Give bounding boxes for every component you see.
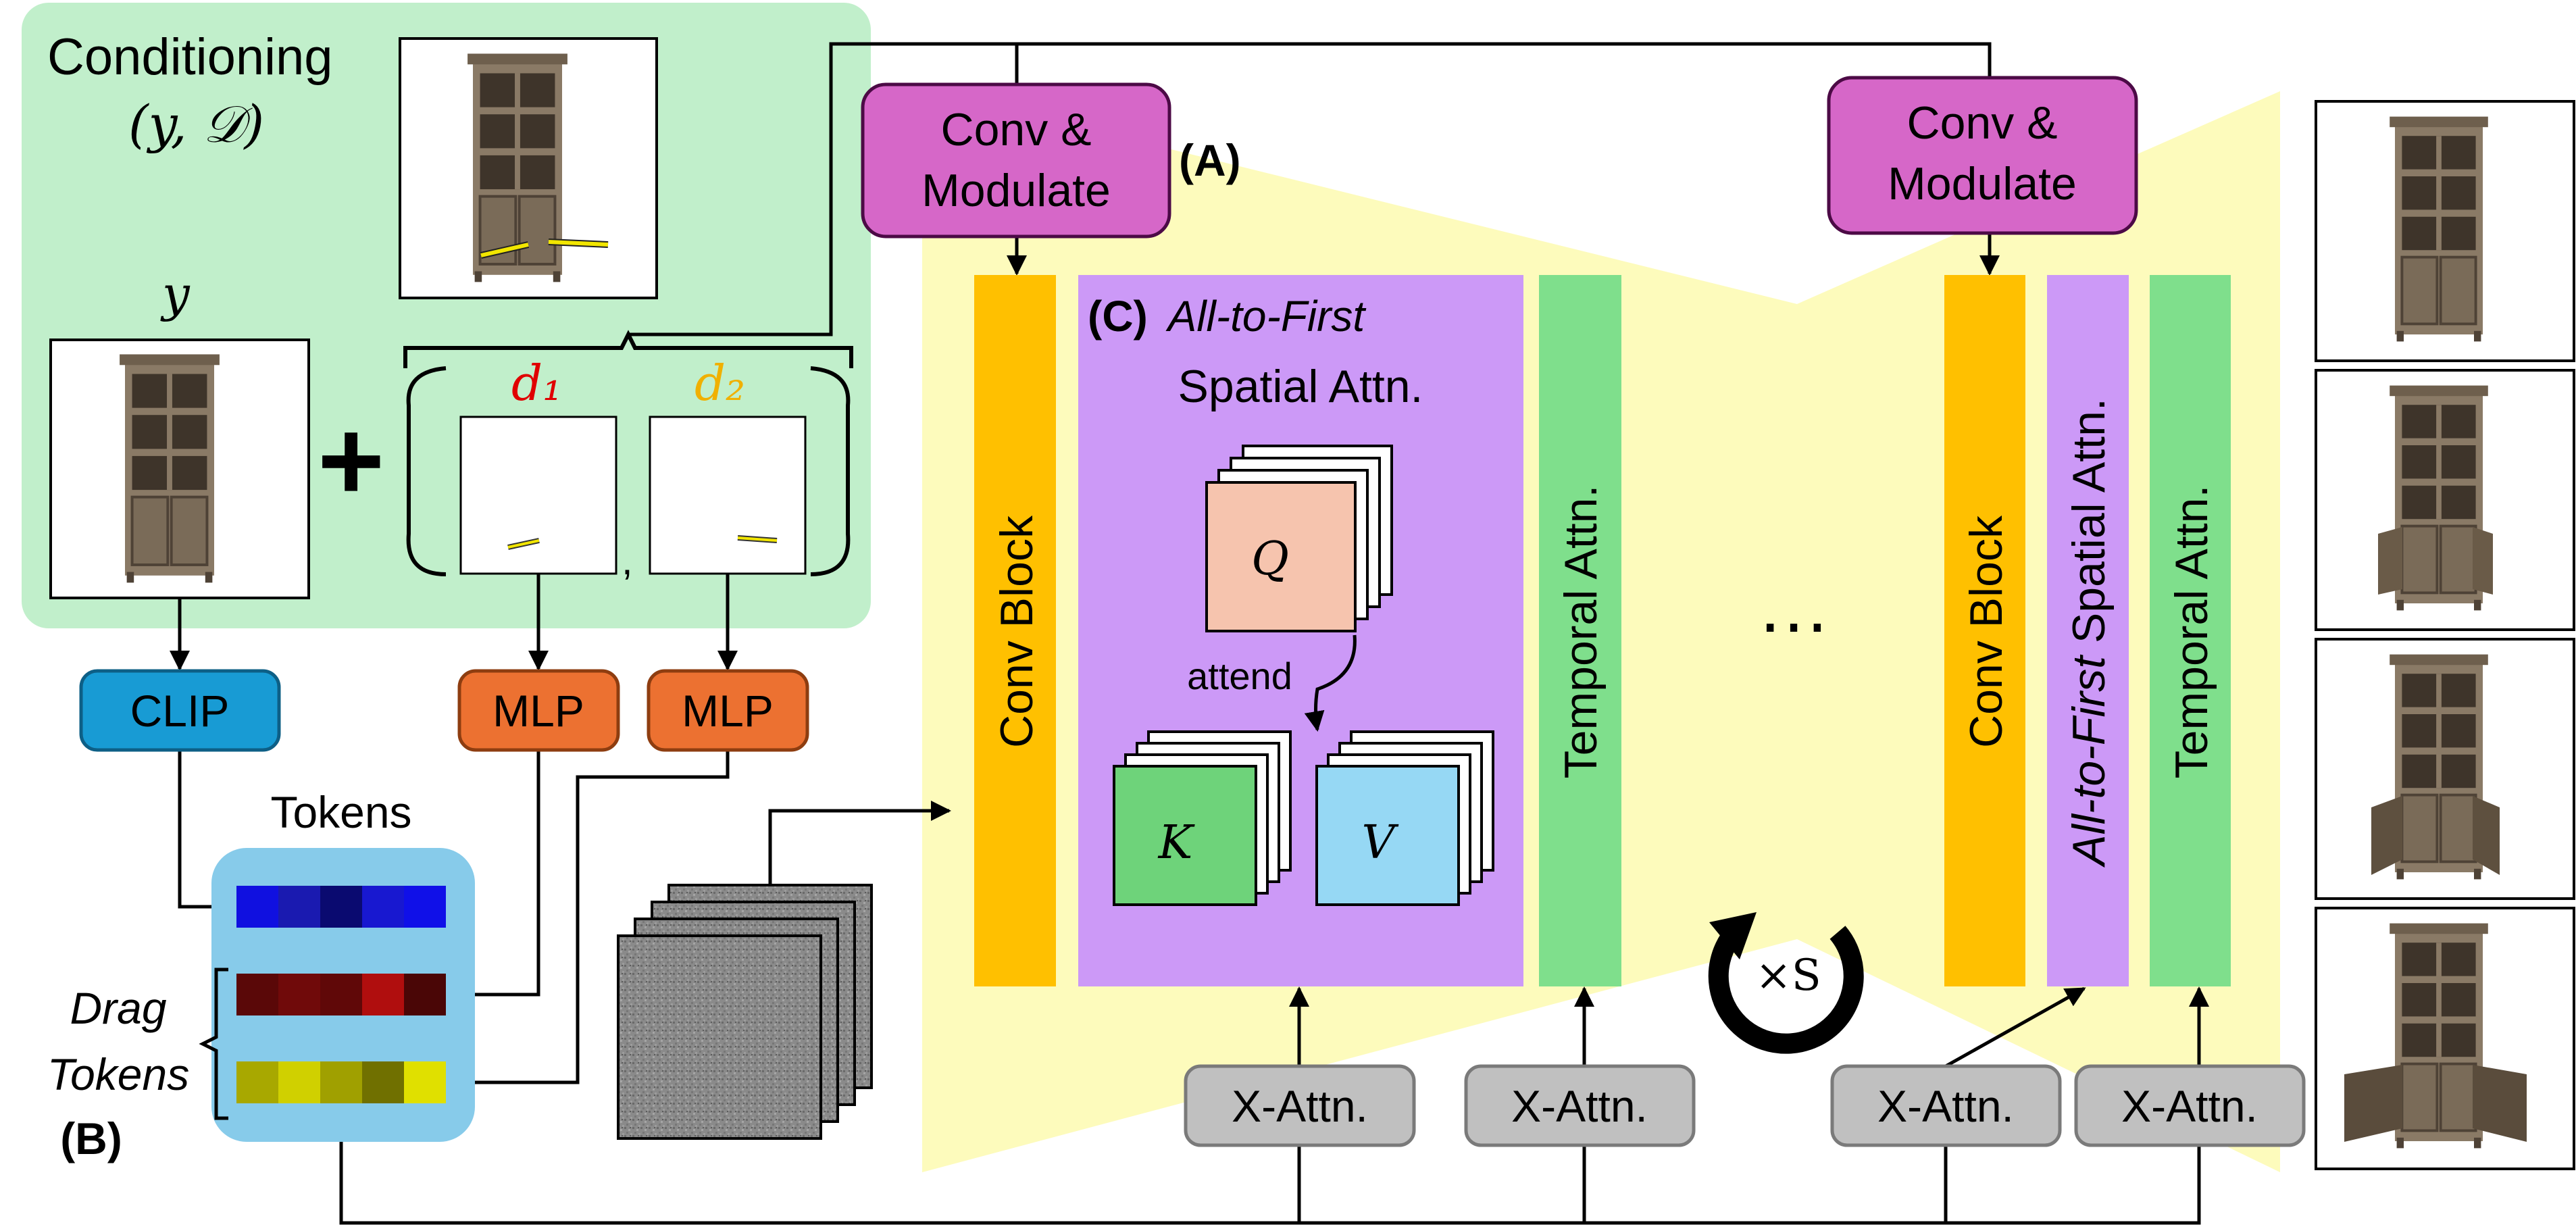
conv-block-right-label: Conv Block — [1961, 515, 2012, 748]
token-cell — [278, 1061, 320, 1103]
output-frame-4 — [2315, 907, 2575, 1170]
xattn-box-4: X-Attn. — [2074, 1064, 2306, 1147]
output-frame-2 — [2315, 369, 2575, 631]
conditioning-title: Conditioning — [47, 28, 333, 86]
cabinet-image — [120, 354, 220, 582]
conv-modulate-left-line2: Modulate — [921, 165, 1111, 216]
xattn-box-2: X-Attn. — [1464, 1064, 1696, 1147]
label-c: (C) — [1088, 292, 1148, 341]
token-row-drag-1 — [236, 974, 446, 1015]
output-frame-3 — [2315, 638, 2575, 900]
all-to-first-attn-right — [2047, 275, 2129, 986]
mlp-encoder-2: MLP — [647, 669, 809, 752]
token-cell — [278, 886, 320, 928]
xattn-label-1: X-Attn. — [1232, 1081, 1368, 1131]
token-cell — [278, 974, 320, 1015]
k-label: K — [1157, 816, 1196, 870]
xattn-box-1: X-Attn. — [1184, 1064, 1416, 1147]
attn-c-title-2: Spatial Attn. — [1178, 361, 1423, 412]
spatial-attn-right-rest: Spatial Attn. — [2063, 398, 2115, 656]
conv-modulate-left: Conv & Modulate — [861, 82, 1171, 239]
right-paren — [810, 366, 851, 576]
attend-label: attend — [1187, 655, 1292, 697]
d1-label: d₁ — [511, 355, 562, 411]
q-label: Q — [1251, 532, 1289, 586]
mlp-encoder-1: MLP — [457, 669, 620, 752]
drag-tokens-brace — [199, 968, 228, 1120]
token-cell — [320, 974, 362, 1015]
tokens-title: Tokens — [270, 787, 411, 837]
conditioning-formula: (y, 𝒟) — [128, 94, 264, 154]
xattn-label-3: X-Attn. — [1877, 1081, 2014, 1131]
v-label: V — [1361, 816, 1398, 870]
ellipsis: … — [1757, 565, 1831, 648]
loop-arrow: ×S — [1708, 912, 1864, 1054]
d2-frame — [649, 416, 807, 575]
left-paren — [406, 366, 447, 576]
query-stack: Q — [1205, 445, 1393, 632]
conv-block-left-label: Conv Block — [991, 515, 1042, 748]
conv-modulate-left-line1: Conv & — [941, 104, 1092, 155]
output-frames — [2315, 100, 2575, 1170]
token-cell — [404, 886, 446, 928]
plus-sign: + — [318, 397, 384, 525]
temporal-attn-right-label: Temporal Attn. — [2166, 485, 2217, 779]
temporal-attn-left-label: Temporal Attn. — [1555, 485, 1607, 779]
token-row-drag-2 — [236, 1061, 446, 1103]
value-stack: V — [1315, 730, 1494, 906]
d2-label: d₂ — [694, 355, 745, 411]
attn-c-title: (C) All-to-First — [1088, 292, 1366, 341]
token-cell — [362, 1061, 404, 1103]
xattn-label-2: X-Attn. — [1511, 1081, 1648, 1131]
spatial-attn-right-label: All-to-First Spatial Attn. — [2063, 398, 2115, 868]
token-cell — [236, 1061, 278, 1103]
conv-block-left — [974, 275, 1056, 986]
temporal-attn-left — [1539, 275, 1621, 986]
token-cell — [404, 974, 446, 1015]
drag-tokens-label-2: Tokens — [47, 1049, 189, 1099]
conv-block-right — [1944, 275, 2025, 986]
drag-arrow — [480, 239, 609, 259]
xattn-label-4: X-Attn. — [2121, 1081, 2258, 1131]
y-label: y — [160, 266, 191, 322]
label-b: (B) — [60, 1113, 122, 1163]
clip-label: CLIP — [130, 686, 230, 736]
loop-label: ×S — [1755, 951, 1821, 1001]
token-row-clip — [236, 886, 446, 928]
conv-modulate-right-line2: Modulate — [1888, 158, 2077, 209]
noise-latent — [617, 884, 873, 1140]
token-cell — [236, 974, 278, 1015]
conv-modulate-right: Conv & Modulate — [1827, 76, 2138, 235]
clip-encoder: CLIP — [79, 669, 281, 752]
spatial-attn-right-italic: All-to-First — [2063, 654, 2115, 868]
label-a: (A) — [1179, 135, 1241, 185]
mlp-label-1: MLP — [493, 686, 584, 736]
token-cell — [404, 1061, 446, 1103]
token-cell — [362, 886, 404, 928]
attn-c-title-italic: All-to-First — [1165, 292, 1367, 341]
mlp-label-2: MLP — [682, 686, 774, 736]
comma: , — [622, 538, 633, 583]
drag-tokens-label-1: Drag — [70, 983, 166, 1033]
key-stack: K — [1113, 730, 1292, 906]
token-cell — [320, 886, 362, 928]
token-cell — [362, 974, 404, 1015]
token-cell — [236, 886, 278, 928]
output-frame-1 — [2315, 100, 2575, 362]
temporal-attn-right — [2150, 275, 2231, 986]
attend-arrow — [1304, 634, 1357, 732]
xattn-box-3: X-Attn. — [1830, 1064, 2062, 1147]
d1-frame — [459, 416, 617, 575]
token-cell — [320, 1061, 362, 1103]
conv-modulate-right-line1: Conv & — [1907, 97, 2058, 149]
